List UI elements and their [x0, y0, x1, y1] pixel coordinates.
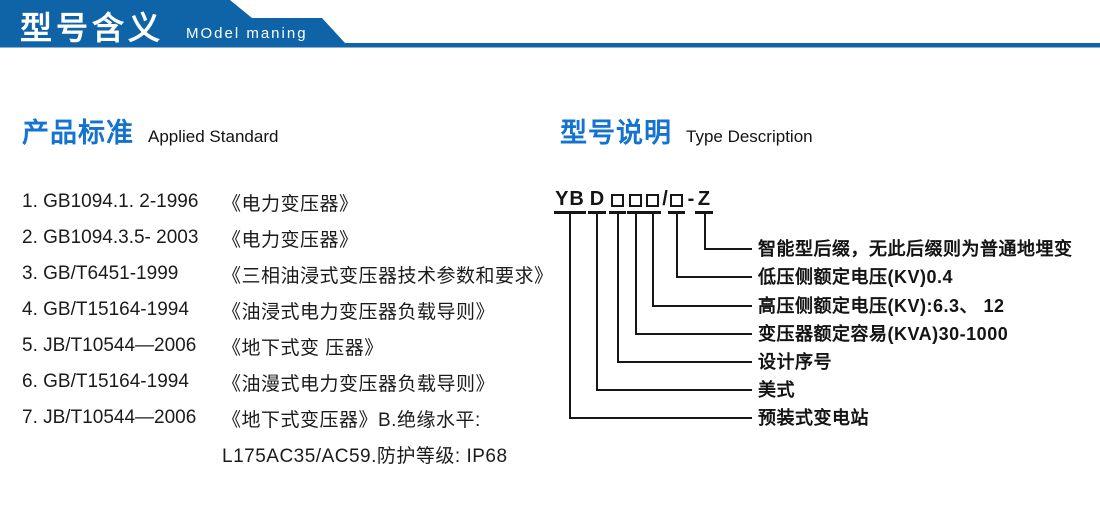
model-heading-en: Type Description — [686, 127, 813, 146]
standards-item: 2. GB1094.3.5- 2003 《电力变压器》 — [22, 220, 554, 256]
banner-subtitle: MOdel maning — [186, 25, 308, 42]
model-code-box-1 — [609, 189, 626, 214]
standards-heading-en: Applied Standard — [148, 127, 279, 146]
standard-title: 《油浸式电力变压器负载导则》 — [222, 301, 496, 323]
diagram-label-lv-voltage: 低压侧额定电压(KV)0.4 — [758, 267, 954, 287]
connector-vline-suffix — [704, 214, 706, 250]
model-code-dash: - — [687, 188, 695, 210]
box-glyph — [646, 194, 659, 207]
connector-vline-box3 — [652, 214, 654, 307]
standard-code: 4. GB/T15164-1994 — [22, 299, 189, 320]
standards-item: 5. JB/T10544—2006 《地下式变 压器》 — [22, 328, 554, 364]
standard-code: 6. GB/T15164-1994 — [22, 371, 189, 392]
box-glyph — [611, 194, 624, 207]
model-code-type: D — [588, 189, 606, 214]
connector-vline-prefix — [569, 214, 571, 419]
model-section-heading: 型号说明 Type Description — [560, 111, 813, 150]
connector-hline-box4 — [676, 276, 752, 278]
model-code-suffix: Z — [695, 189, 713, 214]
standards-list: 1. GB1094.1. 2-1996 《电力变压器》 2. GB1094.3.… — [22, 184, 554, 472]
standard-code: 3. GB/T6451-1999 — [22, 263, 179, 284]
model-heading-zh: 型号说明 — [560, 118, 672, 148]
connector-hline-type — [596, 389, 752, 391]
diagram-label-smart-suffix: 智能型后缀，无此后缀则为普通地埋变 — [758, 239, 1073, 259]
standard-title: 《电力变压器》 — [222, 193, 359, 215]
banner-shape — [0, 0, 1100, 48]
connector-hline-box2 — [635, 333, 752, 335]
connector-hline-prefix — [569, 417, 752, 419]
standard-title: L175AC35/AC59.防护等级: IP68 — [222, 445, 508, 467]
diagram-label-prefab-substation: 预装式变电站 — [758, 408, 869, 428]
standard-code: 7. JB/T10544—2006 — [22, 407, 197, 428]
diagram-label-hv-voltage: 高压侧额定电压(KV):6.3、 12 — [758, 296, 1005, 316]
model-code-box-4 — [668, 189, 685, 214]
standards-item: 1. GB1094.1. 2-1996 《电力变压器》 — [22, 184, 554, 220]
page-header: 型号含义 MOdel maning — [0, 0, 1100, 48]
standards-item: 3. GB/T6451-1999 《三相油浸式变压器技术参数和要求》 — [22, 256, 554, 292]
standards-item: 4. GB/T15164-1994 《油浸式电力变压器负载导则》 — [22, 292, 554, 328]
standards-item: 6. GB/T15164-1994 《油漫式电力变压器负载导则》 — [22, 364, 554, 400]
model-code-slash: / — [662, 188, 668, 210]
connector-hline-box1 — [617, 361, 752, 363]
standard-code: 1. GB1094.1. 2-1996 — [22, 191, 199, 212]
model-code-prefix: YB — [554, 189, 586, 214]
connector-hline-box3 — [652, 305, 752, 307]
diagram-label-design-serial: 设计序号 — [758, 352, 832, 372]
diagram-label-american-style: 美式 — [758, 380, 795, 400]
banner-title: 型号含义 — [20, 10, 165, 46]
standard-title: 《电力变压器》 — [222, 229, 359, 251]
standard-title: 《三相油浸式变压器技术参数和要求》 — [222, 265, 554, 287]
standard-title: 《地下式变压器》B.绝缘水平: — [222, 409, 481, 431]
connector-vline-box1 — [617, 214, 619, 363]
box-glyph — [670, 194, 683, 207]
standards-section-heading: 产品标准 Applied Standard — [22, 111, 278, 150]
standard-title: 《油漫式电力变压器负载导则》 — [222, 373, 496, 395]
standard-code: 5. JB/T10544—2006 — [22, 335, 197, 356]
connector-vline-box2 — [635, 214, 637, 335]
standard-title: 《地下式变 压器》 — [222, 337, 384, 359]
standard-code: 2. GB1094.3.5- 2003 — [22, 227, 199, 248]
diagram-label-rated-capacity: 变压器额定容易(KVA)30-1000 — [758, 324, 1009, 344]
standards-item-continuation: L175AC35/AC59.防护等级: IP68 — [22, 436, 554, 472]
model-code-box-3 — [644, 189, 661, 214]
model-code-box-2 — [627, 189, 644, 214]
connector-vline-type — [596, 214, 598, 391]
connector-vline-box4 — [676, 214, 678, 278]
standards-item: 7. JB/T10544—2006 《地下式变压器》B.绝缘水平: — [22, 400, 554, 436]
standards-heading-zh: 产品标准 — [22, 118, 134, 148]
box-glyph — [629, 194, 642, 207]
connector-hline-suffix — [704, 248, 752, 250]
